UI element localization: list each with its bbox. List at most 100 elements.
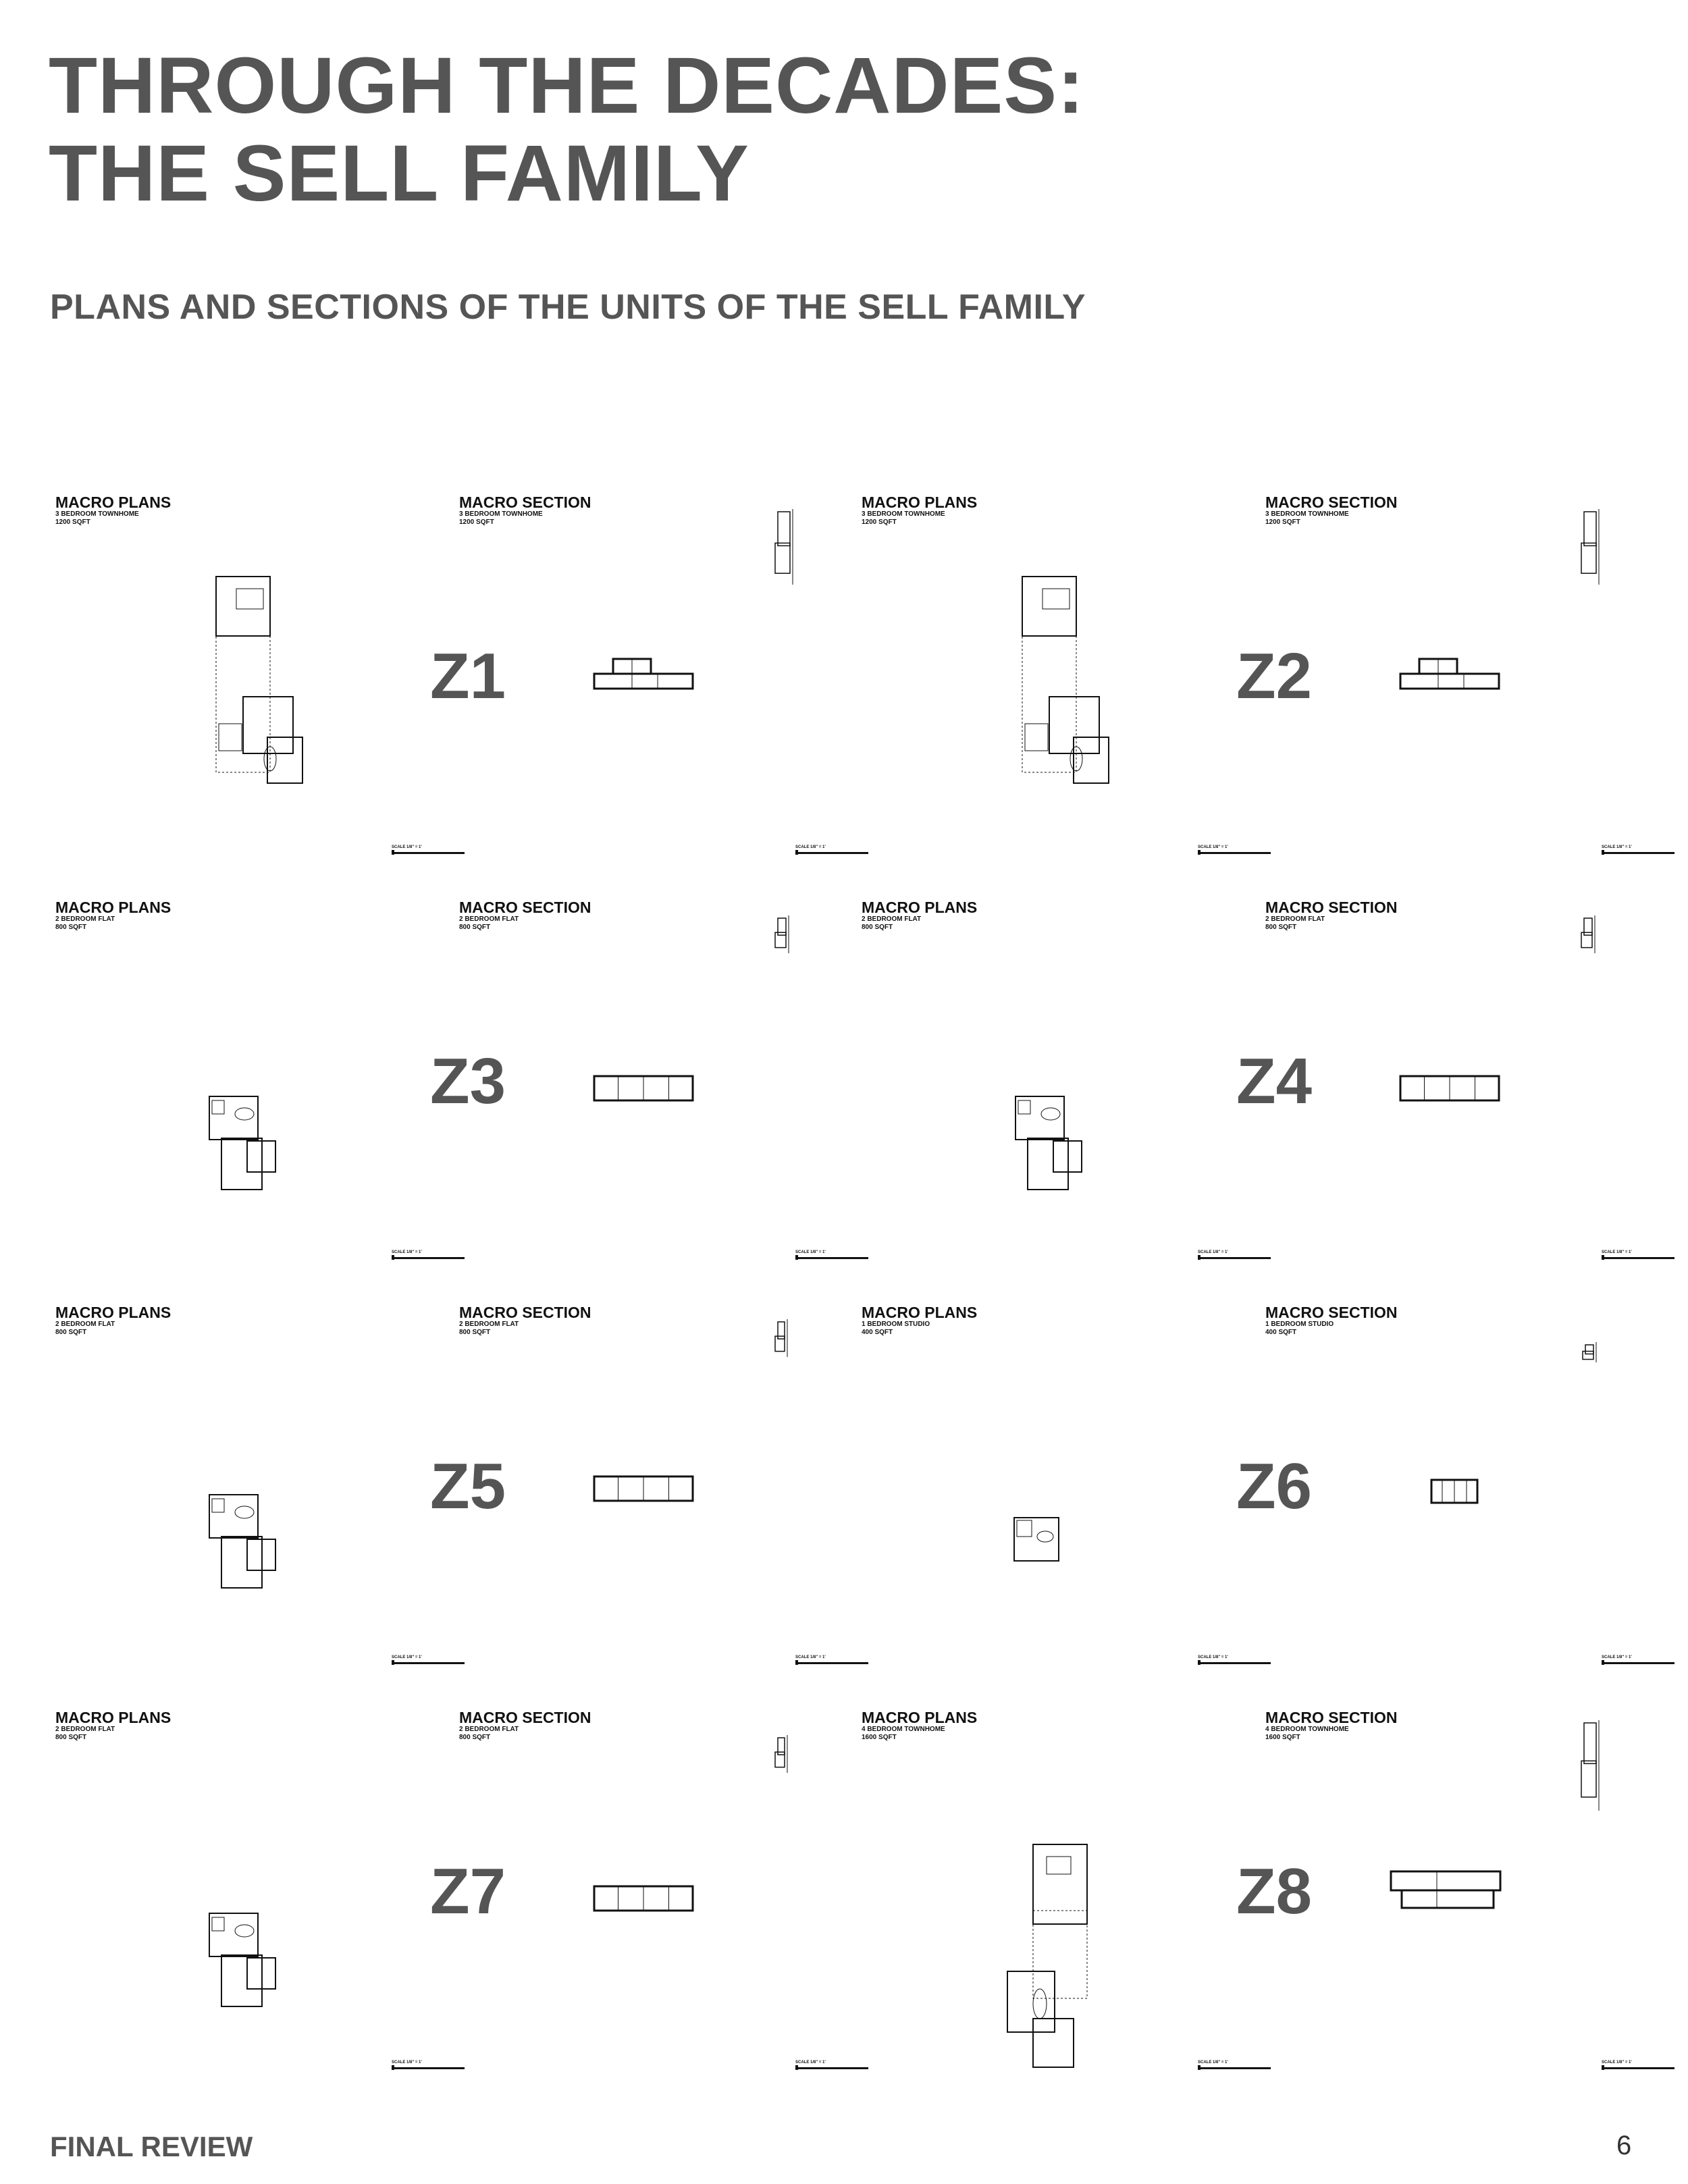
unit-type: 2 BEDROOM FLAT [459, 915, 519, 923]
unit-type: 2 BEDROOM FLAT [1265, 915, 1325, 923]
scale-label: SCALE 1/8" = 1' [795, 1655, 826, 1659]
plan-room-upper [1015, 1096, 1065, 1140]
floor-plan-drawing [1022, 576, 1109, 784]
mini-room-lower [774, 932, 787, 949]
unit-id-label: Z6 [1236, 1450, 1313, 1522]
scale-line [795, 2065, 868, 2070]
scale-label: SCALE 1/8" = 1' [795, 845, 826, 849]
section-title: MACRO SECTION [459, 494, 591, 511]
scale-bar: SCALE 1/8" = 1' [1198, 2060, 1272, 2074]
scale-label: SCALE 1/8" = 1' [1602, 845, 1632, 849]
scale-bar: SCALE 1/8" = 1' [1602, 2060, 1676, 2074]
scale-line [1198, 2065, 1271, 2070]
unit-area: 1200 SQFT [459, 518, 494, 526]
plans-title: MACRO PLANS [55, 1709, 172, 1726]
plans-title: MACRO PLANS [862, 1304, 978, 1321]
unit-id-label: Z1 [429, 640, 506, 712]
scale-label: SCALE 1/8" = 1' [392, 2060, 422, 2065]
plan-room-lower [1007, 1971, 1055, 2033]
unit-type: 2 BEDROOM FLAT [55, 1726, 115, 1733]
scale-line [392, 1255, 465, 1260]
plan-room-lower [221, 1536, 263, 1589]
scale-label: SCALE 1/8" = 1' [1602, 2060, 1632, 2065]
scale-bar: SCALE 1/8" = 1' [1602, 845, 1676, 859]
mini-room-upper [777, 917, 787, 936]
unit-area: 800 SQFT [55, 1329, 87, 1336]
unit-area: 1200 SQFT [55, 518, 90, 526]
mini-plan-drawing [1581, 1720, 1600, 1811]
plan-room-upper [215, 576, 271, 637]
plan-room-lower [221, 1138, 263, 1190]
unit-id-label: Z8 [1236, 1855, 1313, 1927]
scale-line [392, 850, 465, 855]
plan-room-side [1053, 1140, 1082, 1173]
mini-plan-drawing [774, 1735, 788, 1773]
scale-bar: SCALE 1/8" = 1' [392, 2060, 466, 2074]
section-lower-level [1399, 672, 1500, 690]
unit-type: 2 BEDROOM FLAT [55, 915, 115, 923]
unit-area: 800 SQFT [55, 924, 87, 931]
plan-table [1040, 1107, 1061, 1121]
page-title: THROUGH THE DECADES: THE SELL FAMILY [49, 42, 1084, 217]
unit-type: 2 BEDROOM FLAT [459, 1321, 519, 1328]
floor-plan-drawing [1007, 1844, 1088, 2068]
scale-label: SCALE 1/8" = 1' [1198, 845, 1228, 849]
scale-bar: SCALE 1/8" = 1' [795, 2060, 870, 2074]
scale-label: SCALE 1/8" = 1' [1198, 2060, 1228, 2065]
section-drawing [1430, 1479, 1479, 1504]
page-title-line-1: THROUGH THE DECADES: [49, 41, 1085, 130]
mini-room-lower [774, 1335, 785, 1352]
page-title-line-2: THE SELL FAMILY [49, 129, 749, 218]
scale-line [1198, 1660, 1271, 1665]
scale-line [795, 1660, 868, 1665]
section-upper-level [1390, 1870, 1502, 1892]
plan-outline-dashed [1022, 576, 1077, 773]
floor-plan-drawing [209, 1494, 276, 1589]
plan-room-side [1073, 737, 1109, 784]
unit-type: 4 BEDROOM TOWNHOME [1265, 1726, 1349, 1733]
unit-type: 4 BEDROOM TOWNHOME [862, 1726, 945, 1733]
mini-room-upper [777, 1321, 785, 1339]
unit-area: 400 SQFT [1265, 1329, 1297, 1336]
plans-title: MACRO PLANS [862, 494, 978, 511]
plan-table [234, 1506, 255, 1519]
plans-title: MACRO PLANS [55, 899, 172, 916]
mini-room-upper [1585, 1344, 1594, 1355]
scale-bar: SCALE 1/8" = 1' [1198, 1655, 1272, 1669]
plan-outline-dashed [215, 576, 271, 773]
plan-bath [1018, 1100, 1031, 1115]
scale-label: SCALE 1/8" = 1' [1602, 1655, 1632, 1659]
scale-line [1198, 1255, 1271, 1260]
unit-id-label: Z2 [1236, 640, 1313, 712]
unit-type: 2 BEDROOM FLAT [459, 1726, 519, 1733]
plan-table [1070, 746, 1083, 772]
plan-room-upper [1022, 576, 1077, 637]
floor-plan-drawing [1015, 1096, 1082, 1190]
section-title: MACRO SECTION [1265, 494, 1398, 511]
scale-label: SCALE 1/8" = 1' [1198, 1655, 1228, 1659]
plan-bed [1046, 1856, 1072, 1875]
scale-label: SCALE 1/8" = 1' [795, 2060, 826, 2065]
unit-type: 2 BEDROOM FLAT [55, 1321, 115, 1328]
mini-room-lower [1581, 932, 1593, 949]
scale-line [795, 850, 868, 855]
section-drawing [1399, 1075, 1500, 1102]
scale-bar: SCALE 1/8" = 1' [392, 1250, 466, 1264]
scale-bar: SCALE 1/8" = 1' [392, 845, 466, 859]
scale-line [1602, 2065, 1674, 2070]
section-title: MACRO SECTION [1265, 899, 1398, 916]
